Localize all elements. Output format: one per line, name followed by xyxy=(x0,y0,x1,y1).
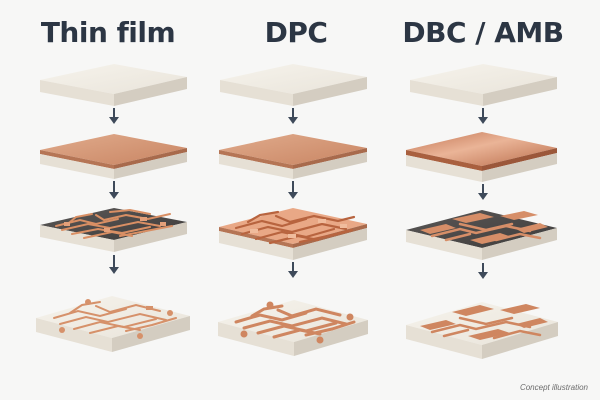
thin-film-stage-ceramic-substrate xyxy=(40,64,187,106)
dbc-amb-arrow-3 xyxy=(478,263,488,279)
dpc-arrow-3 xyxy=(288,262,298,278)
column-title-dpc: DPC xyxy=(264,16,328,49)
column-thin-film xyxy=(36,64,190,352)
thin-film-arrow-3 xyxy=(109,255,119,274)
column-dbc-amb xyxy=(406,64,558,359)
dpc-arrow-2 xyxy=(288,181,298,199)
concept-illustration-caption: Concept illustration xyxy=(519,383,588,392)
dpc-stage-plated-pattern xyxy=(219,208,367,260)
dbc-amb-stage-etched-pattern xyxy=(406,210,557,260)
dpc-stage-copper-coated xyxy=(219,134,367,179)
dbc-amb-arrow-1 xyxy=(478,108,488,124)
thin-film-stage-final-circuit xyxy=(36,296,190,352)
dbc-amb-stage-final-circuit xyxy=(406,302,558,359)
dpc-stage-final-circuit xyxy=(218,300,368,356)
thin-film-stage-copper-coated xyxy=(40,134,187,179)
dpc-arrow-1 xyxy=(288,108,298,124)
column-dpc xyxy=(218,64,368,356)
thin-film-arrow-2 xyxy=(109,181,119,199)
dbc-amb-arrow-2 xyxy=(478,184,488,200)
column-title-thin-film: Thin film xyxy=(40,16,176,49)
column-title-dbc-amb: DBC / AMB xyxy=(402,16,564,49)
thin-film-stage-patterned-seed-layer xyxy=(40,208,187,252)
dbc-amb-stage-ceramic-substrate xyxy=(410,64,557,106)
dpc-stage-ceramic-substrate xyxy=(220,64,367,106)
dbc-amb-stage-copper-bonded xyxy=(406,132,557,182)
thin-film-arrow-1 xyxy=(109,108,119,124)
